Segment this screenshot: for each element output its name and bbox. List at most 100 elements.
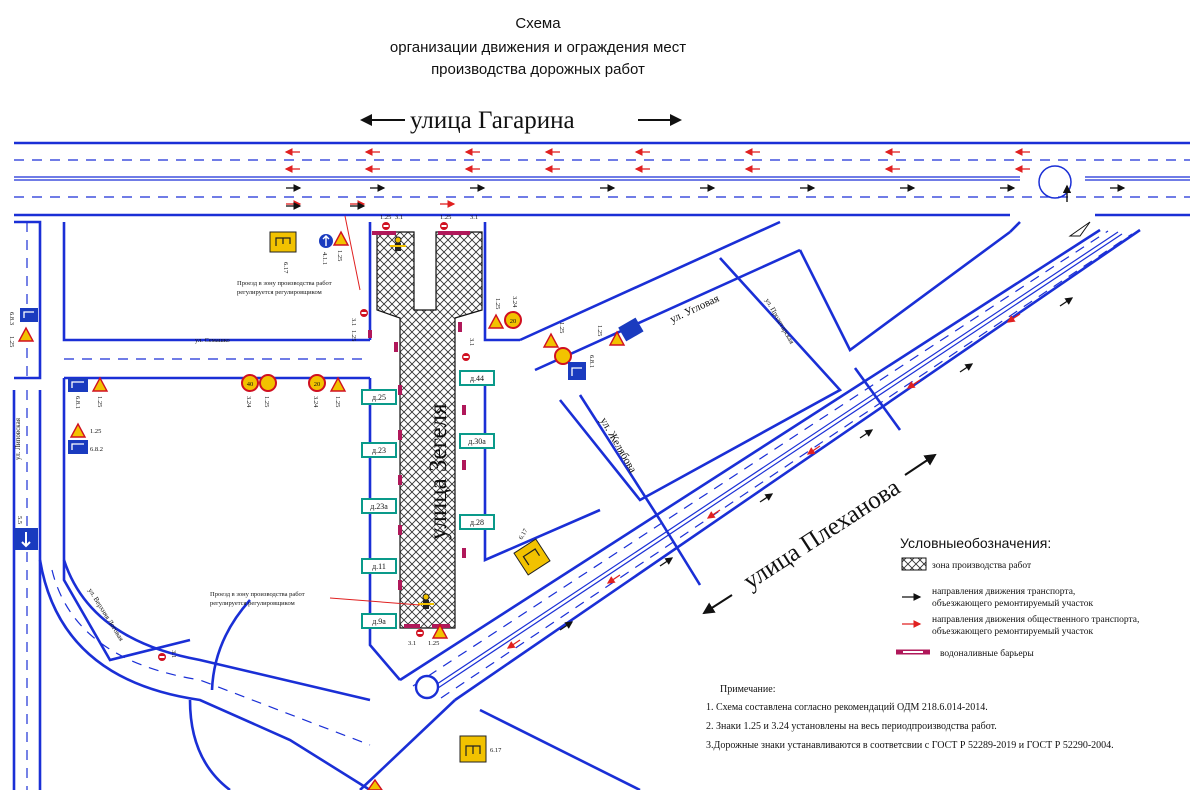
regulator-note-top-line-1: Проезд в зону производства работ [237, 280, 332, 287]
regulator-note-bottom-line-1: Проезд в зону производства работ [210, 591, 305, 598]
gagarina-street-label: улица Гагарина [360, 107, 682, 134]
house-label: д.23 [372, 446, 386, 455]
legend: Условныеобозначения: зона производства р… [896, 535, 1139, 659]
house-marker: д.23 [361, 442, 397, 458]
house-marker: д.44 [459, 370, 495, 386]
detour-direction-sign-icon [568, 362, 586, 380]
svg-text:1.25: 1.25 [596, 325, 603, 336]
note-item-1: 1. Схема составлена согласно рекомендаци… [706, 702, 988, 713]
svg-text:1.25: 1.25 [350, 330, 357, 341]
roadwork-sign-icon [608, 330, 626, 346]
no-entry-sign-icon [416, 629, 424, 637]
no-entry-sign-icon [382, 222, 390, 230]
regulator-note-top-line-2: регулируется регулировщиком [237, 289, 322, 296]
detour-direction-sign-icon [68, 440, 88, 454]
house-marker: д.9а [361, 613, 397, 629]
regulator-note-bottom-line-2: регулируется регулировщиком [210, 600, 295, 607]
svg-text:6.8.3: 6.8.3 [8, 312, 15, 325]
street-name-zhelyabova: ул. Желябова [597, 416, 638, 476]
svg-text:1.25: 1.25 [494, 298, 501, 309]
house-marker: д.23а [361, 498, 397, 514]
svg-text:1.25: 1.25 [8, 336, 15, 347]
note-item-2: 2. Знаки 1.25 и 3.24 установлены на весь… [706, 721, 997, 732]
svg-text:3.24: 3.24 [245, 396, 252, 408]
detour-direction-sign-icon [20, 308, 38, 322]
street-name-semashko: ул. Семашко [195, 337, 230, 344]
roadwork-sign-icon [542, 332, 560, 348]
house-label: д.25 [372, 393, 386, 402]
svg-text:3.24: 3.24 [312, 396, 319, 408]
house-marker: д.25 [361, 389, 397, 405]
road-verkhnyaya-logovaya [38, 559, 371, 790]
roadwork-sign-icon [431, 623, 449, 639]
svg-text:20: 20 [314, 381, 321, 388]
roundabout [414, 674, 440, 700]
svg-text:5.5: 5.5 [16, 516, 23, 524]
street-name-lipovskaya: ул. Липовская [14, 417, 22, 460]
roadwork-sign-icon [367, 778, 383, 790]
street-name-gagarina: улица Гагарина [410, 107, 575, 134]
road-uglovaya [519, 220, 1021, 586]
leader-line [329, 597, 421, 606]
title-line-1: Схема [515, 15, 561, 32]
work-zone [376, 231, 483, 629]
road-semashko [62, 222, 370, 662]
street-name-proletarskaya: ул. Пролетарская [763, 297, 796, 346]
svg-text:6.8.1: 6.8.1 [74, 396, 81, 409]
svg-text:1.25: 1.25 [263, 396, 270, 407]
houses: д.25 д.23 д.23а д.11 д.9а д.44 д.30а д.2… [361, 370, 495, 629]
traffic-regulator-icon [418, 593, 434, 609]
title-line-3: производства дорожных работ [431, 61, 645, 78]
gagarina-public-transport-arrows [284, 148, 1030, 208]
legend-work-zone-swatch [901, 557, 927, 571]
speed-limit-sign-icon: 40 [241, 374, 259, 392]
svg-text:1.25: 1.25 [90, 428, 101, 435]
svg-text:1.25: 1.25 [334, 396, 341, 407]
svg-text:3.1: 3.1 [170, 650, 177, 658]
straight-ahead-sign-icon [319, 234, 333, 248]
legend-label-traffic-1: направления движения транспорта, [932, 587, 1075, 597]
svg-text:6.17: 6.17 [282, 262, 289, 274]
roadwork-sign-icon [332, 230, 350, 246]
detour-sign-icon [459, 735, 487, 763]
svg-text:1.25: 1.25 [336, 250, 343, 261]
leader-line [344, 215, 361, 291]
street-name-zegelya: улица Зегеля [425, 403, 452, 540]
svg-text:1.25: 1.25 [96, 396, 103, 407]
svg-text:4.1.1: 4.1.1 [321, 252, 328, 265]
svg-text:40: 40 [247, 381, 254, 388]
info-signs [14, 234, 644, 550]
no-entry-sign-icon [440, 222, 448, 230]
roadwork-sign-icon [69, 422, 87, 438]
gagarina-traffic-arrows [286, 184, 1126, 210]
no-entry-signs [158, 222, 470, 661]
legend-label-traffic-2: объезжающего ремонтируемый участок [932, 598, 1093, 609]
scheme-title: Схема организации движения и ограждения … [390, 15, 686, 78]
speed-limit-sign-icon [259, 374, 277, 392]
svg-text:3.1: 3.1 [468, 338, 475, 346]
roadwork-sign-icon [91, 376, 109, 392]
house-label: д.44 [470, 374, 484, 383]
title-line-2: организации движения и ограждения мест [390, 39, 686, 56]
road-lipovskaya [12, 220, 42, 790]
svg-text:3.24: 3.24 [511, 296, 518, 308]
plekhanova-arrows [506, 297, 1074, 649]
notes: Примечание: 1. Схема составлена согласно… [706, 684, 1114, 751]
legend-label-public-1: направления движения общественного транс… [932, 614, 1139, 625]
speed-limit-sign-icon: 20 [504, 311, 522, 329]
svg-text:6.8.2: 6.8.2 [90, 446, 103, 453]
svg-text:1.25: 1.25 [380, 214, 391, 221]
speed-limit-sign-icon: 20 [308, 374, 326, 392]
svg-text:6.17: 6.17 [518, 527, 530, 541]
svg-text:6.8.1: 6.8.1 [588, 355, 595, 368]
legend-label-public-2: объезжающего ремонтируемый участок [932, 626, 1093, 637]
legend-heading: Условныеобозначения: [900, 535, 1051, 551]
roadwork-sign-icon [329, 376, 347, 392]
sign-code-labels: 1.25 3.1 1.25 3.1 6.17 4.1.1 1.25 6.8.3 … [8, 214, 603, 754]
legend-label-barriers: водоналивные барьеры [940, 648, 1034, 659]
house-label: д.9а [372, 617, 386, 626]
detour-direction-sign-icon [68, 378, 88, 392]
svg-text:3.1: 3.1 [408, 640, 416, 647]
traffic-regulator-icon [390, 236, 406, 251]
